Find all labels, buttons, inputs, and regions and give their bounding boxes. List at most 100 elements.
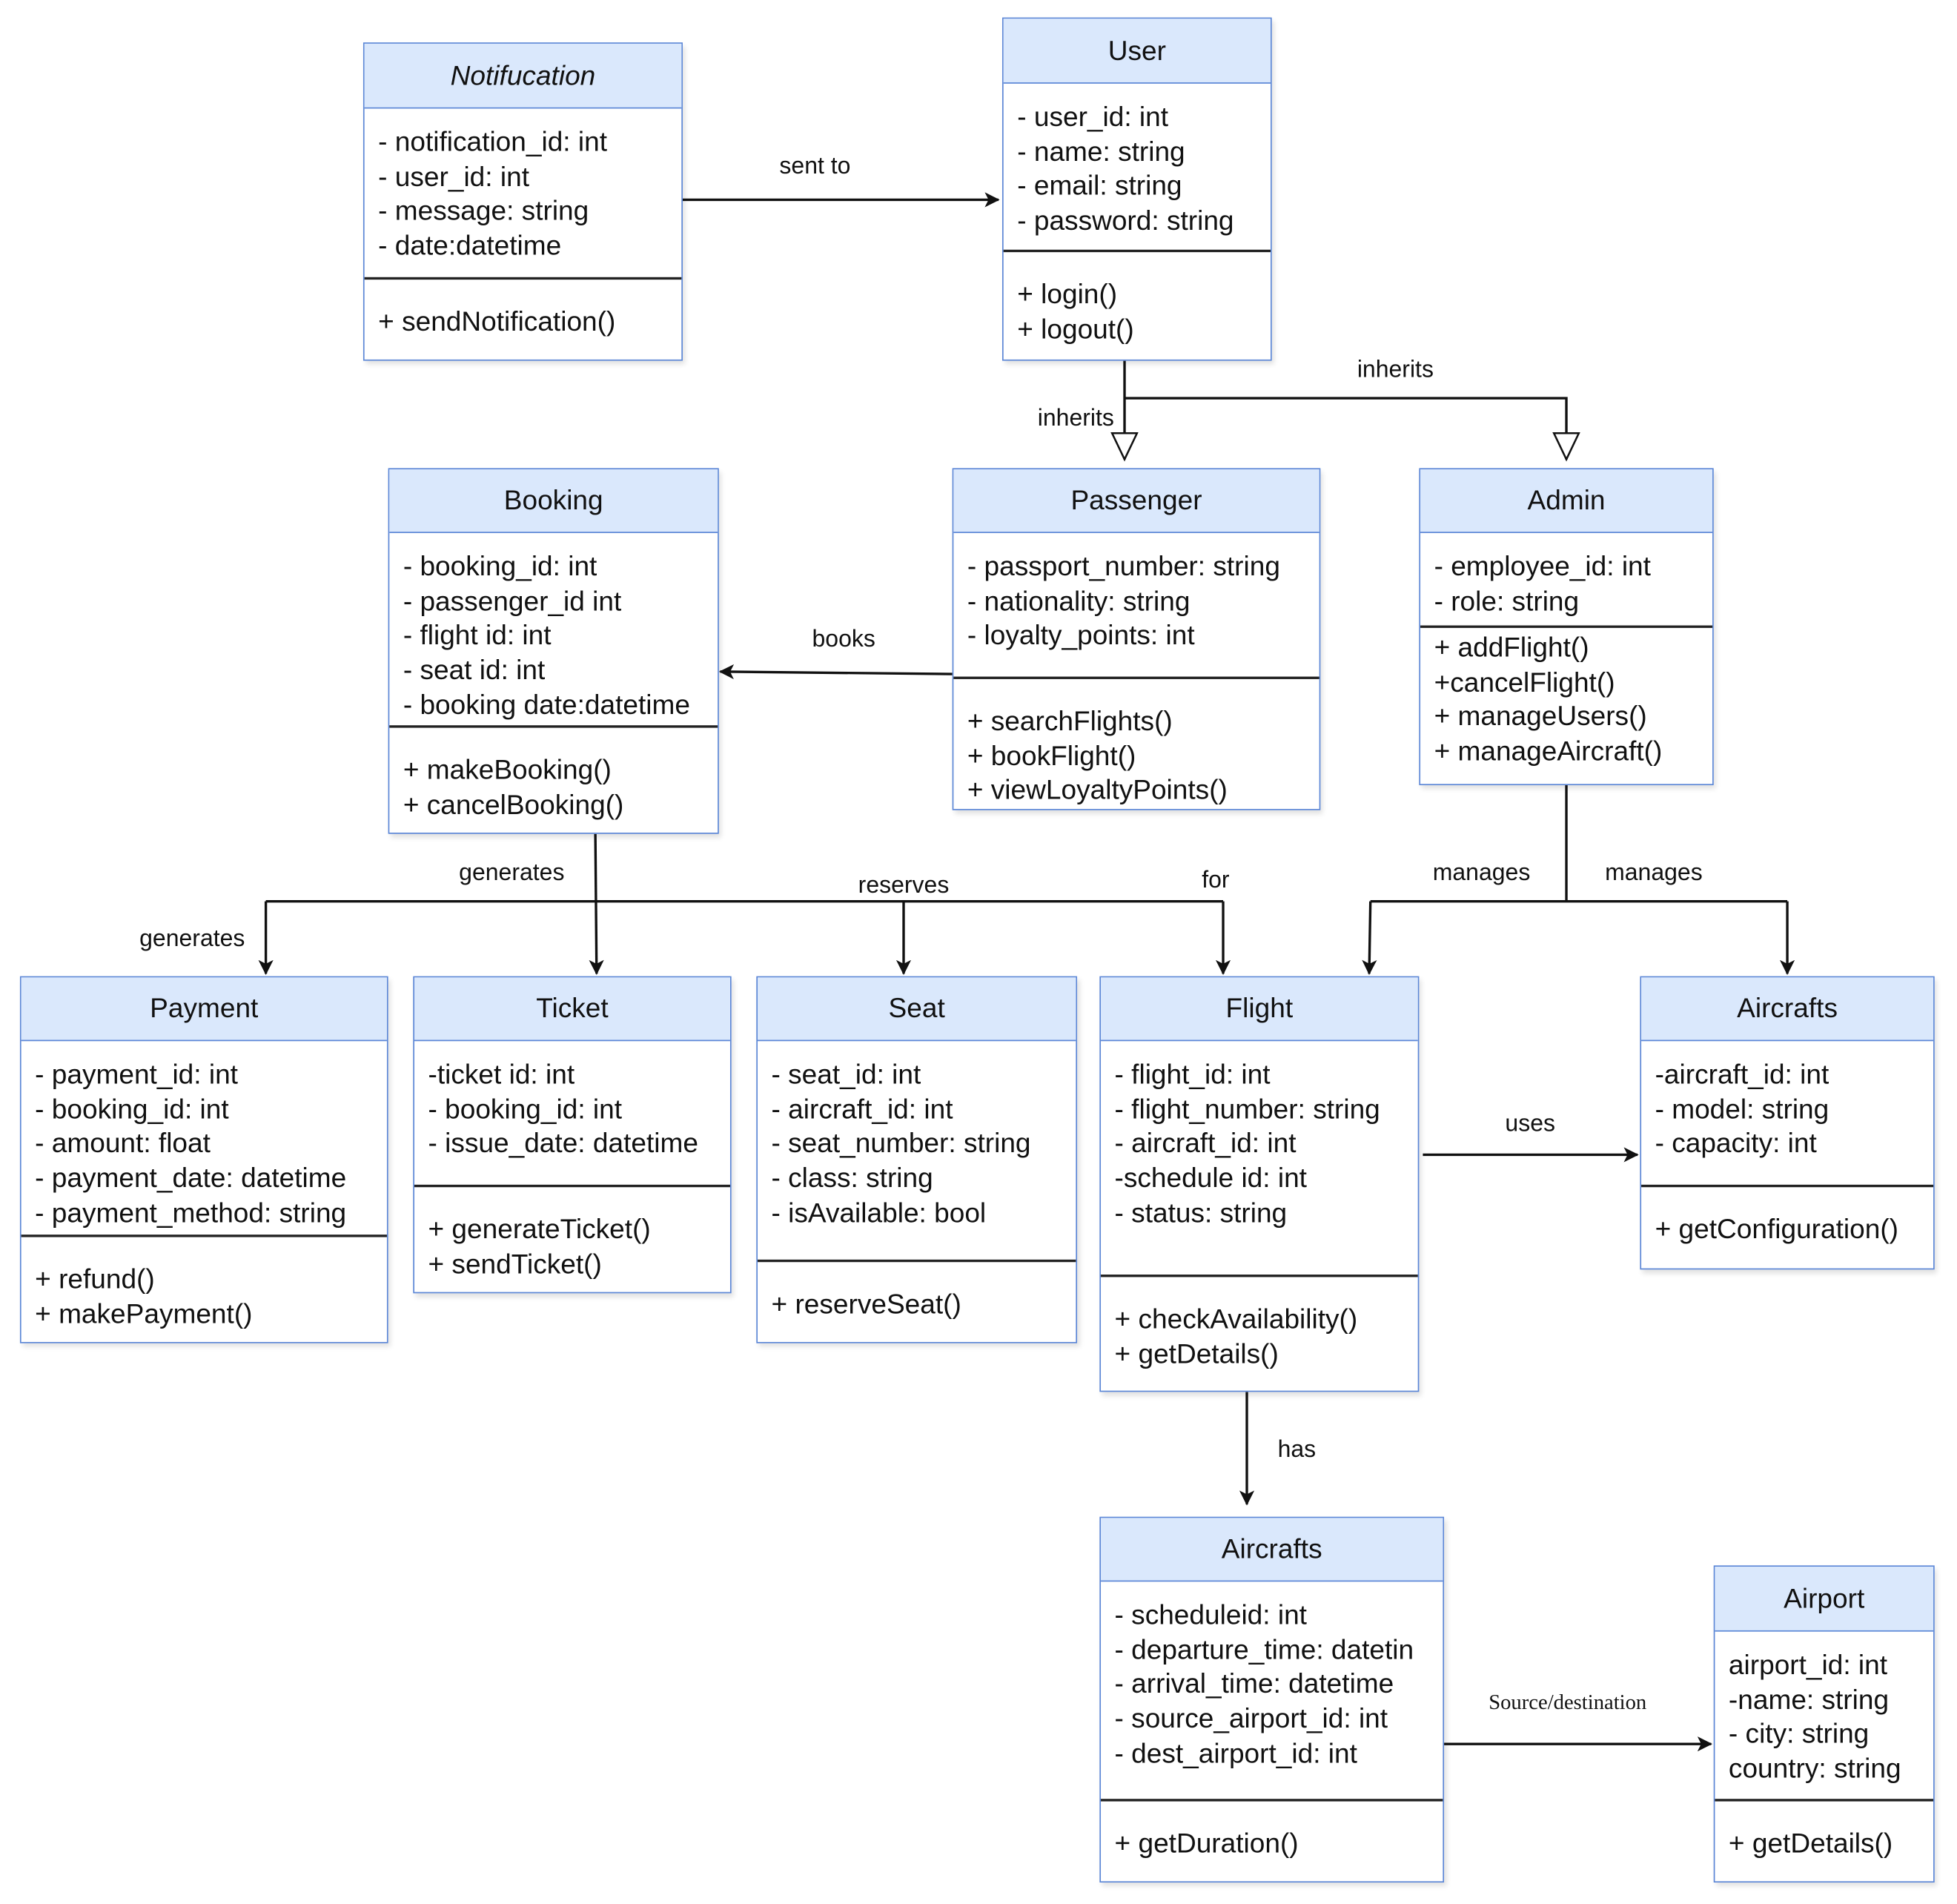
attribute: - user_id: int xyxy=(1017,101,1169,133)
attribute: - loyalty_points: int xyxy=(967,619,1195,651)
label-has: has xyxy=(1277,1436,1317,1464)
attribute: - dest_airport_id: int xyxy=(1114,1737,1357,1769)
attribute: - booking date:datetime xyxy=(403,689,690,721)
attribute: -aircraft_id: int xyxy=(1655,1058,1829,1090)
method: + reserveSeat() xyxy=(771,1288,961,1320)
divider xyxy=(21,1234,387,1237)
label-for: for xyxy=(1202,867,1230,894)
class-ticket[interactable]: Ticket-ticket id: int- booking_id: int- … xyxy=(413,976,732,1294)
attributes-section: - booking_id: int- passenger_id int- fli… xyxy=(389,549,718,722)
class-title: Passenger xyxy=(953,469,1319,533)
method: +cancelFlight() xyxy=(1434,666,1615,698)
attribute: - issue_date: datetime xyxy=(428,1128,698,1160)
divider xyxy=(1420,625,1713,628)
class-title: Aircrafts xyxy=(1101,1518,1443,1582)
attribute: - isAvailable: bool xyxy=(771,1197,987,1229)
attributes-section: - employee_id: int- role: string xyxy=(1420,549,1712,618)
attribute: -name: string xyxy=(1728,1683,1890,1715)
class-title: Notifucation xyxy=(364,43,682,109)
method: + refund() xyxy=(35,1263,155,1295)
class-title: Flight xyxy=(1101,977,1418,1042)
attribute: - email: string xyxy=(1017,170,1182,202)
label-source-destination: Source/destination xyxy=(1489,1690,1647,1714)
label-inherits: inherits xyxy=(1357,357,1434,383)
methods-section: + getDuration() xyxy=(1101,1826,1443,1861)
edge-manages xyxy=(1370,785,1788,903)
class-flight[interactable]: Flight- flight_id: int- flight_number: s… xyxy=(1099,976,1420,1392)
class-airport[interactable]: Airport airport_id: int-name: string- cit… xyxy=(1713,1565,1935,1883)
attribute: - status: string xyxy=(1114,1197,1288,1229)
method: + getDetails() xyxy=(1114,1338,1279,1369)
attribute: - booking_id: int xyxy=(35,1093,229,1125)
methods-section: + refund()+ makePayment() xyxy=(21,1262,387,1331)
attribute: - seat_number: string xyxy=(771,1128,1031,1160)
method: + generateTicket() xyxy=(428,1213,651,1245)
attribute: - aircraft_id: int xyxy=(1114,1128,1297,1160)
methods-section: + login()+ logout() xyxy=(1004,277,1271,346)
class-title: Admin xyxy=(1420,469,1713,533)
attribute: - source_airport_id: int xyxy=(1114,1702,1388,1734)
class-payment[interactable]: Payment- payment_id: int- booking_id: in… xyxy=(19,976,388,1343)
attribute: - flight_id: int xyxy=(1114,1058,1271,1090)
attribute: - date:datetime xyxy=(378,229,562,262)
class-aircrafts[interactable]: Aircrafts -aircraft_id: int- model: strin… xyxy=(1640,976,1935,1270)
divider xyxy=(389,725,718,728)
attribute: - capacity: int xyxy=(1655,1128,1817,1160)
edge-generates-ticket xyxy=(589,833,604,975)
attribute: country: string xyxy=(1728,1753,1901,1785)
method: + getDetails() xyxy=(1728,1827,1893,1860)
attributes-section: airport_id: int-name: string- city: stri… xyxy=(1715,1647,1933,1786)
class-admin[interactable]: Admin - employee_id: int- role: string + a… xyxy=(1419,468,1714,786)
attribute: - seat_id: int xyxy=(771,1058,921,1090)
attribute: - message: string xyxy=(378,195,589,227)
divider xyxy=(1101,1799,1443,1802)
class-title: Airport xyxy=(1715,1567,1934,1632)
methods-section: + getConfiguration() xyxy=(1641,1212,1933,1247)
attribute: - aircraft_id: int xyxy=(771,1093,953,1125)
attribute: - departure_time: datetin xyxy=(1114,1633,1414,1665)
label-reserves: reserves xyxy=(858,872,950,899)
attribute: - model: string xyxy=(1655,1093,1829,1125)
attribute: - class: string xyxy=(771,1162,933,1194)
label-generates: generates xyxy=(139,926,245,953)
attribute: - payment_method: string xyxy=(35,1197,347,1229)
method: + viewLoyaltyPoints() xyxy=(967,774,1228,806)
attribute: - name: string xyxy=(1017,136,1185,168)
divider xyxy=(758,1259,1076,1263)
edge-manages-flight xyxy=(1362,901,1377,975)
divider xyxy=(1101,1275,1418,1277)
method: + checkAvailability() xyxy=(1114,1303,1358,1335)
method: + sendNotification() xyxy=(378,305,616,337)
class-title: Aircrafts xyxy=(1641,977,1934,1042)
class-user[interactable]: User - user_id: int- name: string- email:… xyxy=(1002,17,1272,361)
class-title: User xyxy=(1003,19,1271,84)
attribute: - payment_id: int xyxy=(35,1058,238,1090)
class-seat[interactable]: Seat- seat_id: int- aircraft_id: int- se… xyxy=(756,976,1078,1343)
class-passenger[interactable]: Passenger - passport_number: string- nati… xyxy=(952,468,1321,810)
method: + makePayment() xyxy=(35,1298,253,1329)
attribute: - seat id: int xyxy=(403,654,546,686)
method: + searchFlights() xyxy=(967,705,1173,737)
methods-section: + getDetails() xyxy=(1715,1826,1933,1861)
attributes-section: - payment_id: int- booking_id: int- amou… xyxy=(21,1057,387,1230)
divider xyxy=(953,676,1319,679)
attribute: - employee_id: int xyxy=(1434,550,1651,582)
label-inherits: inherits xyxy=(1037,406,1114,432)
attribute: - scheduleid: int xyxy=(1114,1599,1307,1630)
attributes-section: - passport_number: string- nationality: … xyxy=(953,549,1319,653)
methods-section: + sendNotification() xyxy=(365,305,682,340)
method: + manageAircraft() xyxy=(1434,735,1663,767)
attribute: - nationality: string xyxy=(967,585,1191,617)
attribute: - user_id: int xyxy=(378,160,529,192)
class-notification[interactable]: Notifucation- notification_id: int- user… xyxy=(362,42,683,361)
method: + getDuration() xyxy=(1114,1827,1299,1860)
label-uses: uses xyxy=(1505,1111,1556,1137)
methods-section: + reserveSeat() xyxy=(758,1287,1076,1322)
method: + addFlight() xyxy=(1434,631,1589,664)
method: + getConfiguration() xyxy=(1655,1213,1899,1245)
class-booking[interactable]: Booking- booking_id: int- passenger_id i… xyxy=(388,468,719,834)
method: + bookFlight() xyxy=(967,739,1136,772)
attributes-section: -ticket id: int- booking_id: int- issue_… xyxy=(414,1057,730,1161)
class-schedule[interactable]: Aircrafts - scheduleid: int- departure_ti… xyxy=(1099,1516,1445,1883)
